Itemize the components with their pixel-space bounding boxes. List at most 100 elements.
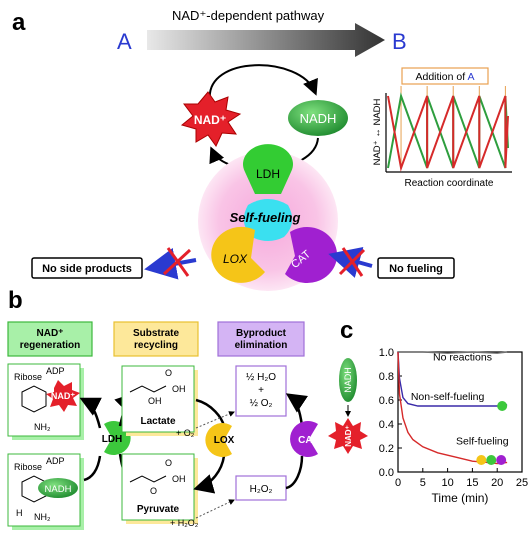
nad-plus-burst-c-icon — [328, 418, 368, 454]
nadh-vertical-icon — [339, 358, 357, 402]
byproduct-top: ½ H₂O + ½ O₂ — [246, 372, 276, 409]
fueling-cross-2 — [338, 248, 366, 276]
mini-chart-ylabel: NAD⁺ ↔ NADH — [372, 98, 383, 165]
self-fueling-lox-icon — [476, 455, 487, 465]
byproduct-half-water: ½ H₂O — [246, 372, 276, 383]
lactate-bonds — [129, 385, 167, 393]
series-label: Self-fueling — [456, 435, 509, 447]
pathway-arrow — [147, 23, 385, 57]
header-substrate-recycling-box — [113, 321, 199, 357]
plus-h2o2-label: + H₂O₂ — [170, 518, 199, 528]
panel-c-label: c — [340, 317, 353, 344]
nad-adp: ADP — [46, 366, 65, 376]
pyruvate-card — [121, 453, 195, 521]
plus-o2-label: + O₂ — [176, 428, 195, 438]
x-tick-label: 10 — [441, 477, 453, 489]
byproduct-bottom-box — [235, 475, 287, 501]
lactate-name: Lactate — [140, 416, 175, 427]
nad-plus-c-label: NAD⁺ — [344, 425, 353, 447]
x-tick-label: 5 — [420, 477, 426, 489]
cat-b-arrow-out — [285, 393, 309, 427]
lox-b-arrow-out — [193, 455, 226, 494]
h2o2-dotted-line — [195, 499, 235, 519]
byproduct-half-oxygen: ½ O₂ — [250, 398, 273, 409]
header-nad-line1: NAD⁺ — [37, 328, 64, 339]
cat-b-arrow-in — [285, 455, 304, 490]
nadh-label: NADH — [300, 111, 337, 126]
cat-b-enzyme-icon — [290, 421, 318, 457]
pyruvate-bonds — [129, 475, 167, 483]
end-label: B — [392, 29, 407, 54]
header-substrate-line1: Substrate — [133, 328, 180, 339]
nadh-h: H — [16, 508, 23, 518]
nad-ring — [21, 385, 47, 413]
lactate-card — [121, 365, 195, 433]
cat-enzyme-icon — [285, 227, 338, 284]
self-fueling-cat-icon — [496, 455, 507, 465]
pathway-label: NAD⁺-dependent pathway — [172, 8, 325, 23]
mini-chart-annotation: Addition of A — [416, 71, 475, 83]
mini-chart-annotation-box — [401, 67, 489, 85]
series-label: No reactions — [433, 351, 492, 363]
byproduct-top-box — [235, 365, 287, 417]
cat-b-label: CAT — [298, 435, 318, 446]
x-tick-label: 20 — [491, 477, 503, 489]
panel-a-label: a — [12, 9, 26, 36]
ldh-arrow-to-nad — [79, 397, 102, 429]
header-nad-line2: regeneration — [20, 340, 81, 351]
header-byproduct-elimination-box — [217, 321, 305, 357]
byproduct-bottom: H₂O₂ — [250, 484, 273, 495]
nadh-b-label: NADH — [45, 484, 72, 495]
non-self-fueling-ldh-icon — [497, 401, 508, 411]
annotation-highlight: A — [467, 71, 474, 83]
y-tick-label: 0.6 — [379, 395, 394, 407]
series-label: Non-self-fueling — [411, 391, 485, 403]
y-tick-label: 0.4 — [379, 419, 394, 431]
nadh-adp: ADP — [46, 456, 65, 466]
nad-plus-burst-b-icon — [46, 380, 80, 412]
no-side-products-box — [31, 257, 143, 279]
self-fueling-label: Self-fueling — [230, 210, 301, 225]
ldh-enzyme-icon — [242, 144, 293, 194]
lox-b-arrow-in — [195, 398, 226, 427]
ldh-arrow-from-nadh — [83, 455, 102, 482]
ldh-b-label: LDH — [102, 434, 123, 445]
lox-label: LOX — [223, 252, 248, 266]
annotation-prefix: Addition of — [416, 71, 468, 83]
mini-chart-red-line — [387, 95, 509, 172]
x-tick-label: 15 — [466, 477, 478, 489]
header-substrate-line2: recycling — [134, 340, 178, 351]
x-axis-label: Time (min) — [432, 491, 489, 505]
side-products-cross-2 — [162, 248, 192, 276]
nadh-nh2: NH₂ — [34, 512, 51, 522]
o2-dotted-line — [195, 411, 235, 429]
plot-frame — [397, 351, 523, 473]
no-side-products-label: No side products — [42, 263, 132, 275]
byproduct-plus: + — [258, 385, 264, 396]
nad-ribose: Ribose — [14, 372, 42, 382]
header-nad-regeneration: NAD⁺regeneration — [20, 328, 81, 351]
lox-b-label: LOX — [214, 435, 235, 446]
nadh-ellipse-icon — [288, 100, 348, 136]
lactate-oh-bottom: OH — [148, 396, 162, 406]
header-byproduct-line1: Byproduct — [236, 328, 287, 339]
nad-plus-label: NAD⁺ — [194, 113, 226, 127]
lox-enzyme-icon — [211, 226, 265, 283]
pyruvate-oh: OH — [172, 474, 186, 484]
mini-chart: Addition of A NAD⁺ ↔ NADH Reaction coord… — [372, 67, 512, 189]
nad-nh2: NH₂ — [34, 422, 51, 432]
lactate-oh-right: OH — [172, 384, 186, 394]
nadh-ribose: Ribose — [14, 462, 42, 472]
no-fueling-box — [377, 257, 455, 279]
mini-chart-xlabel: Reaction coordinate — [405, 178, 494, 189]
y-tick-label: 0.8 — [379, 371, 394, 383]
pyruvate-name: Pyruvate — [137, 504, 180, 515]
header-nad-regeneration-box — [7, 321, 93, 357]
nadh-c-label: NADH — [343, 367, 353, 393]
